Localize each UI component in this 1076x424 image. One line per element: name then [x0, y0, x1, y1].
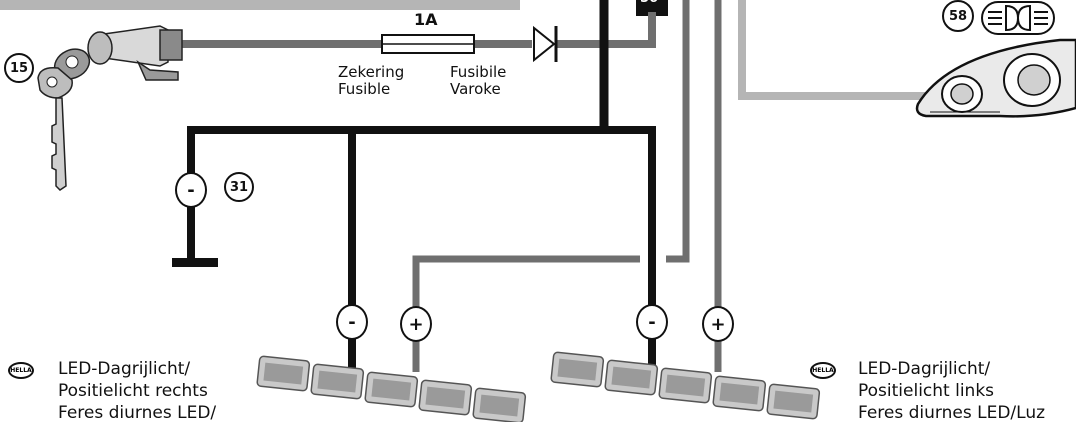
left-module-line-1: LED-Dagrijlicht/ [858, 359, 991, 379]
terminal-58-badge: 58 [942, 0, 974, 32]
led-module-icon [766, 383, 821, 420]
terminal-15-badge: 15 [4, 53, 34, 83]
fuse-label-fi: Varoke [450, 80, 501, 98]
light-wire-headlamp [738, 0, 930, 100]
led-module-group-right [256, 355, 527, 422]
left-module-line-2: Positielicht links [858, 381, 995, 401]
wire-diode-up [556, 12, 656, 48]
led-module-icon [658, 367, 713, 404]
ground-minus-badge: - [175, 172, 207, 208]
ignition-key-icon [37, 25, 183, 191]
led-module-icon [310, 363, 365, 400]
led-module-icon [472, 387, 527, 422]
right-module-plus-badge: + [400, 306, 432, 342]
left-module-minus-badge: - [636, 304, 668, 340]
top-wire-band [0, 0, 520, 10]
grey-wire-feed [666, 0, 690, 263]
hella-logo-icon: HELLA [810, 362, 836, 379]
fuse-label-nl: Zekering [338, 63, 405, 81]
fuse-label-it: Fusibile [450, 63, 507, 81]
led-module-icon [256, 355, 311, 392]
ground-symbol [172, 258, 218, 267]
led-module-icon [550, 351, 605, 388]
grey-wire-right-module [412, 255, 640, 372]
led-module-icon [604, 359, 659, 396]
fuse-rating: 1A [414, 10, 438, 29]
connector-label: 56 [640, 0, 658, 6]
led-module-icon [418, 379, 473, 416]
connector-block [636, 0, 668, 16]
headlamp-icon [915, 38, 1076, 118]
right-module-minus-badge: - [336, 304, 368, 340]
hella-logo-icon: HELLA [8, 362, 34, 379]
led-module-icon [712, 375, 767, 412]
right-module-line-2: Positielicht rechts [58, 381, 208, 401]
left-module-line-3: Feres diurnes LED/Luz [858, 403, 1046, 423]
diode-icon [533, 25, 558, 63]
fuse-label-fr: Fusible [338, 80, 391, 98]
left-module-plus-badge: + [702, 306, 734, 342]
terminal-31-badge: 31 [224, 172, 254, 202]
right-module-line-1: LED-Dagrijlicht/ [58, 359, 191, 379]
parking-light-symbol-icon [981, 1, 1055, 35]
led-module-group-left [550, 351, 821, 420]
led-module-icon [364, 371, 419, 408]
right-module-line-3: Feres diurnes LED/ [58, 403, 217, 423]
